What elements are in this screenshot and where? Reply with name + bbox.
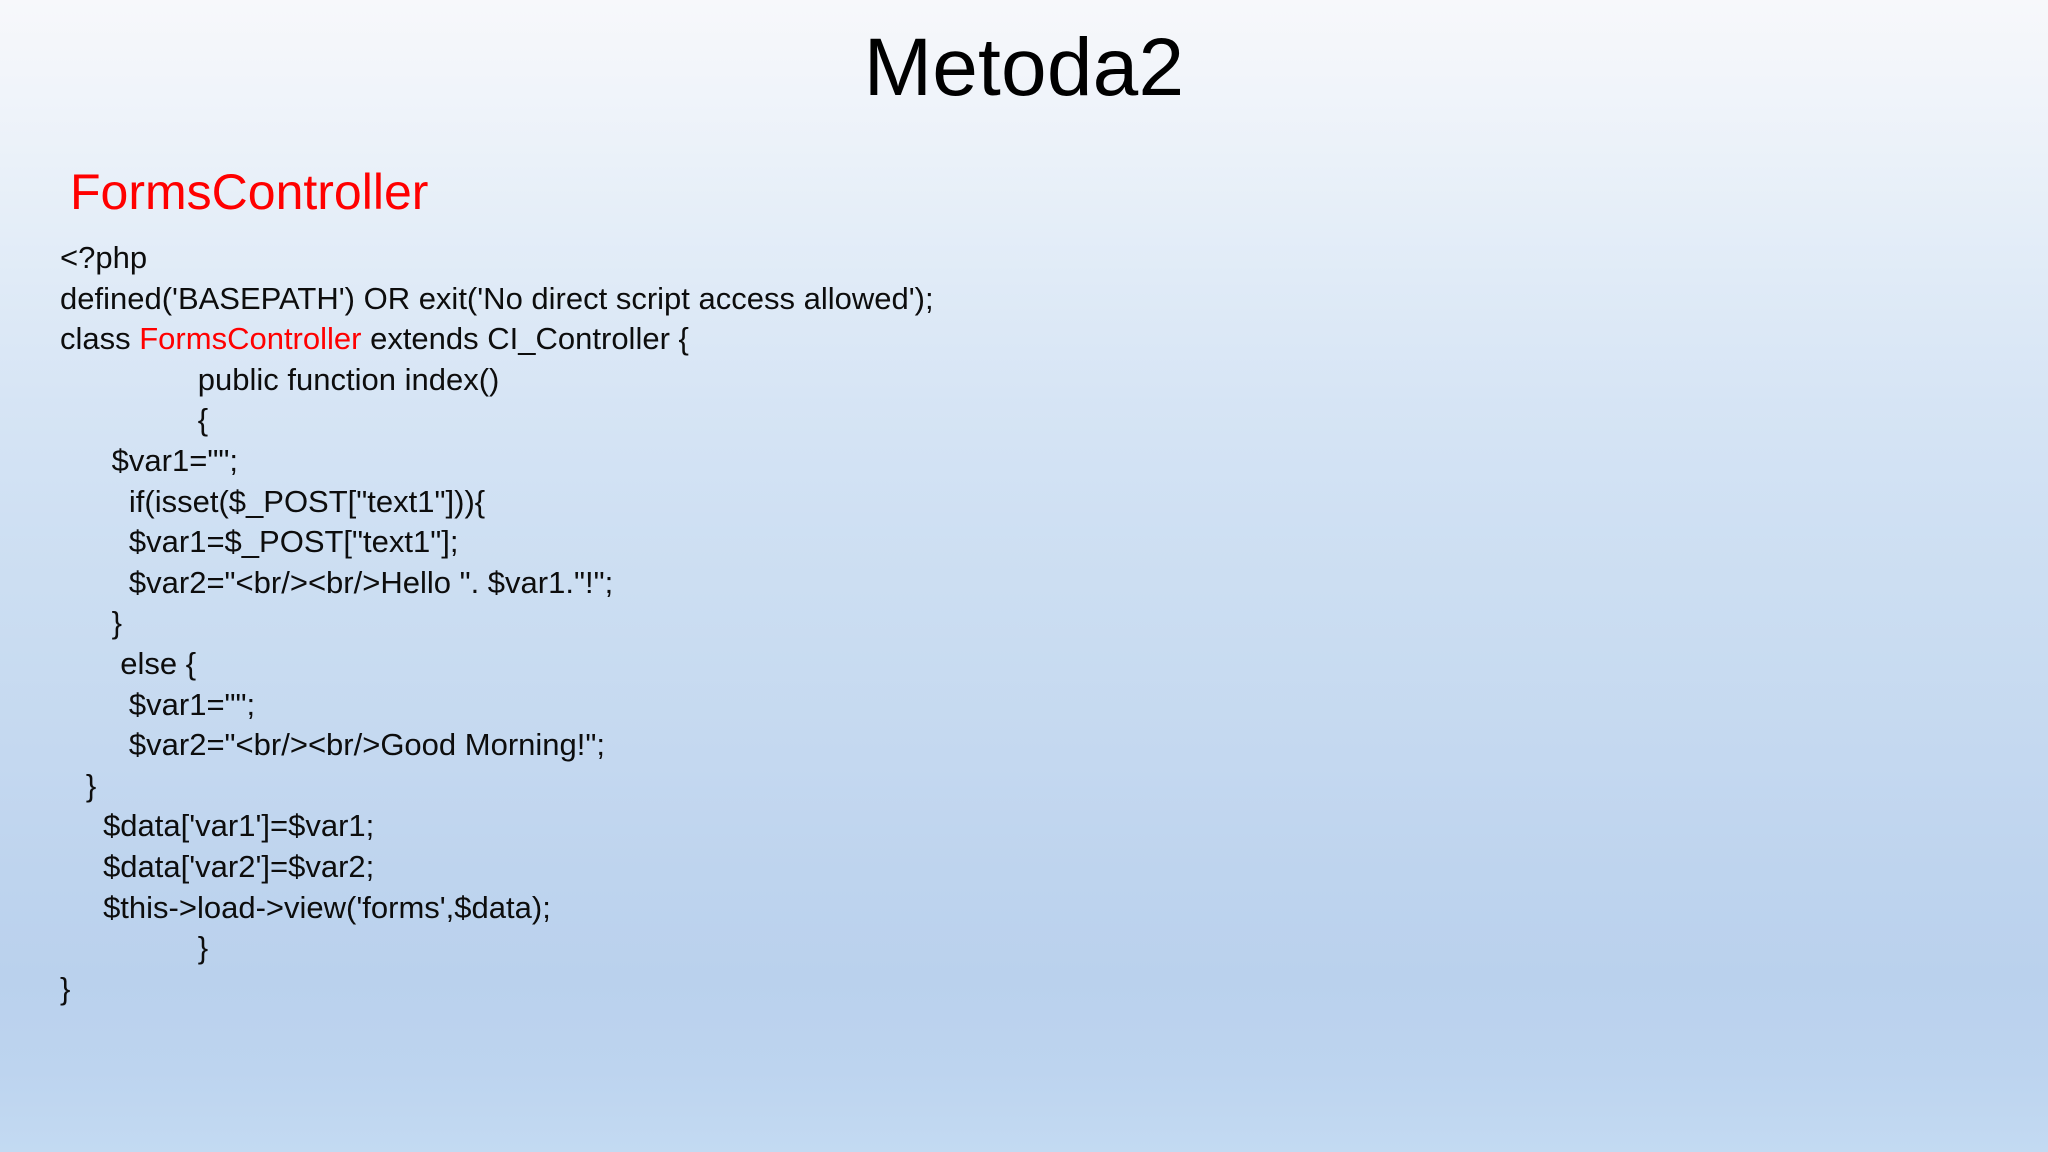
code-line: }	[60, 970, 71, 1006]
code-line: $var1="";	[60, 686, 256, 722]
code-line: <?php	[60, 240, 148, 275]
code-line: $var2="<br/><br/>Good Morning!";	[60, 727, 605, 763]
code-line: defined('BASEPATH') OR exit('No direct s…	[60, 280, 934, 316]
page-title: Metoda2	[863, 22, 1185, 113]
code-line: }	[60, 930, 209, 966]
code-line: $var2="<br/><br/>Hello ". $var1."!";	[60, 564, 614, 600]
code-heading: FormsController	[70, 164, 429, 220]
code-line: if(isset($_POST["text1"])){	[60, 483, 486, 519]
code-line: public function index()	[60, 361, 500, 397]
code-line: {	[60, 402, 209, 438]
code-line: $var1="";	[60, 442, 238, 478]
code-line: $data['var1']=$var1;	[60, 808, 375, 844]
code-block: <?php defined('BASEPATH') OR exit('No dir…	[60, 238, 1960, 1009]
code-line: }	[60, 605, 123, 641]
code-token-classname: FormsController	[139, 321, 362, 357]
code-line: $this->load->view('forms',$data);	[60, 889, 551, 925]
code-line: $var1=$_POST["text1"];	[60, 524, 459, 560]
code-line: $data['var2']=$var2;	[60, 848, 375, 884]
code-line: }	[60, 767, 97, 803]
code-line: class FormsController extends CI_Control…	[60, 321, 689, 357]
code-line: else {	[60, 645, 197, 681]
